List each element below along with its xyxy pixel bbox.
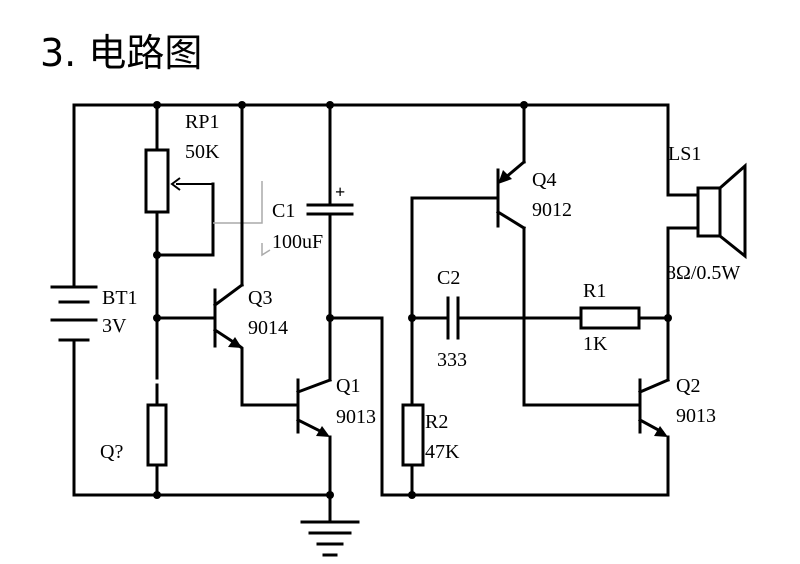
q1-ref: Q1 — [336, 375, 360, 397]
battery-bt1 — [50, 103, 98, 497]
r1-value: 1K — [583, 333, 608, 355]
transistor-q1 — [295, 378, 332, 522]
c1-value: 100uF — [272, 231, 323, 253]
speaker-ls1 — [666, 162, 747, 260]
transistor-q4 — [495, 103, 640, 407]
resistor-qx — [146, 383, 168, 497]
q3-ref: Q3 — [248, 287, 272, 309]
c2-value: 333 — [437, 349, 467, 371]
r2-ref: R2 — [425, 411, 448, 433]
page-title: 3. 电路图 — [40, 31, 203, 75]
bt1-ref: BT1 — [102, 287, 138, 309]
annotation-arrow — [261, 243, 271, 257]
q1-collector-wire — [328, 316, 384, 497]
q3-value: 9014 — [248, 317, 288, 339]
rp1-ref: RP1 — [185, 111, 219, 133]
annotation-bracket — [213, 181, 263, 224]
resistor-r2 — [401, 196, 499, 497]
potentiometer-rp1 — [144, 103, 215, 380]
capacitor-c2 — [410, 296, 582, 340]
capacitor-c1 — [306, 103, 354, 382]
junction-dots — [153, 101, 672, 499]
ls1-ref: LS1 — [668, 143, 701, 165]
q2-value: 9013 — [676, 405, 716, 427]
q4-ref: Q4 — [532, 169, 556, 191]
q1-value: 9013 — [336, 406, 376, 428]
q2-ref: Q2 — [676, 375, 700, 397]
transistor-q3 — [155, 103, 298, 407]
q4-value: 9012 — [532, 199, 572, 221]
transistor-q2 — [637, 226, 670, 497]
ground-symbol — [300, 520, 360, 557]
qx-ref: Q? — [100, 441, 123, 463]
c1-polarity: + — [335, 182, 345, 202]
c2-ref: C2 — [437, 267, 460, 289]
r1-ref: R1 — [583, 280, 606, 302]
r2-value: 47K — [425, 441, 460, 463]
c1-ref: C1 — [272, 200, 295, 222]
rp1-value: 50K — [185, 141, 220, 163]
bt1-value: 3V — [102, 315, 127, 337]
resistor-r1 — [579, 306, 670, 330]
ls1-value: 8Ω/0.5W — [666, 262, 740, 284]
